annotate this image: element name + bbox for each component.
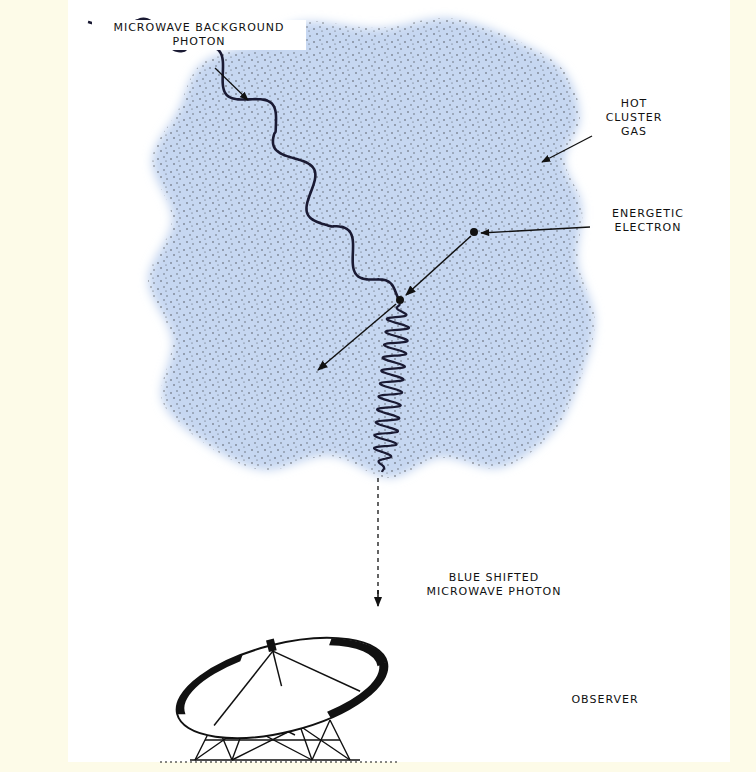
callout-label: ENERGETIC ELECTRON xyxy=(594,206,702,236)
leader-arrow xyxy=(481,227,590,233)
dish-shade xyxy=(167,655,253,717)
cloud-stipple xyxy=(148,18,595,478)
collision-dot xyxy=(396,296,404,304)
electron-dot xyxy=(470,228,478,236)
feed-strut xyxy=(200,651,287,725)
electron-path xyxy=(318,304,396,370)
ground xyxy=(160,762,400,763)
photon-waves xyxy=(88,19,409,472)
background-photon-wave xyxy=(88,19,398,298)
feed-horn xyxy=(266,639,277,653)
radio-telescope xyxy=(160,613,400,762)
leader-arrow xyxy=(215,68,248,100)
cluster-gas-cloud xyxy=(148,18,595,478)
callout-label: HOT CLUSTER GAS xyxy=(596,96,672,140)
feed-strut xyxy=(273,633,360,709)
dish-rim xyxy=(167,619,398,757)
panel xyxy=(68,0,730,762)
callout-label: BLUE SHIFTED MICROWAVE PHOTON xyxy=(410,570,578,600)
arrows xyxy=(215,68,592,606)
blue-shifted-photon-wave xyxy=(374,304,409,472)
photon-arrow xyxy=(377,590,379,606)
electron-path xyxy=(406,236,471,295)
cloud-fill xyxy=(148,18,595,478)
callout-label: OBSERVER xyxy=(548,692,662,708)
dish-shade xyxy=(328,627,388,676)
photon-path xyxy=(377,478,378,596)
leader-arrow xyxy=(542,136,592,162)
callout-label: MICROWAVE BACKGROUND PHOTON xyxy=(92,20,306,50)
